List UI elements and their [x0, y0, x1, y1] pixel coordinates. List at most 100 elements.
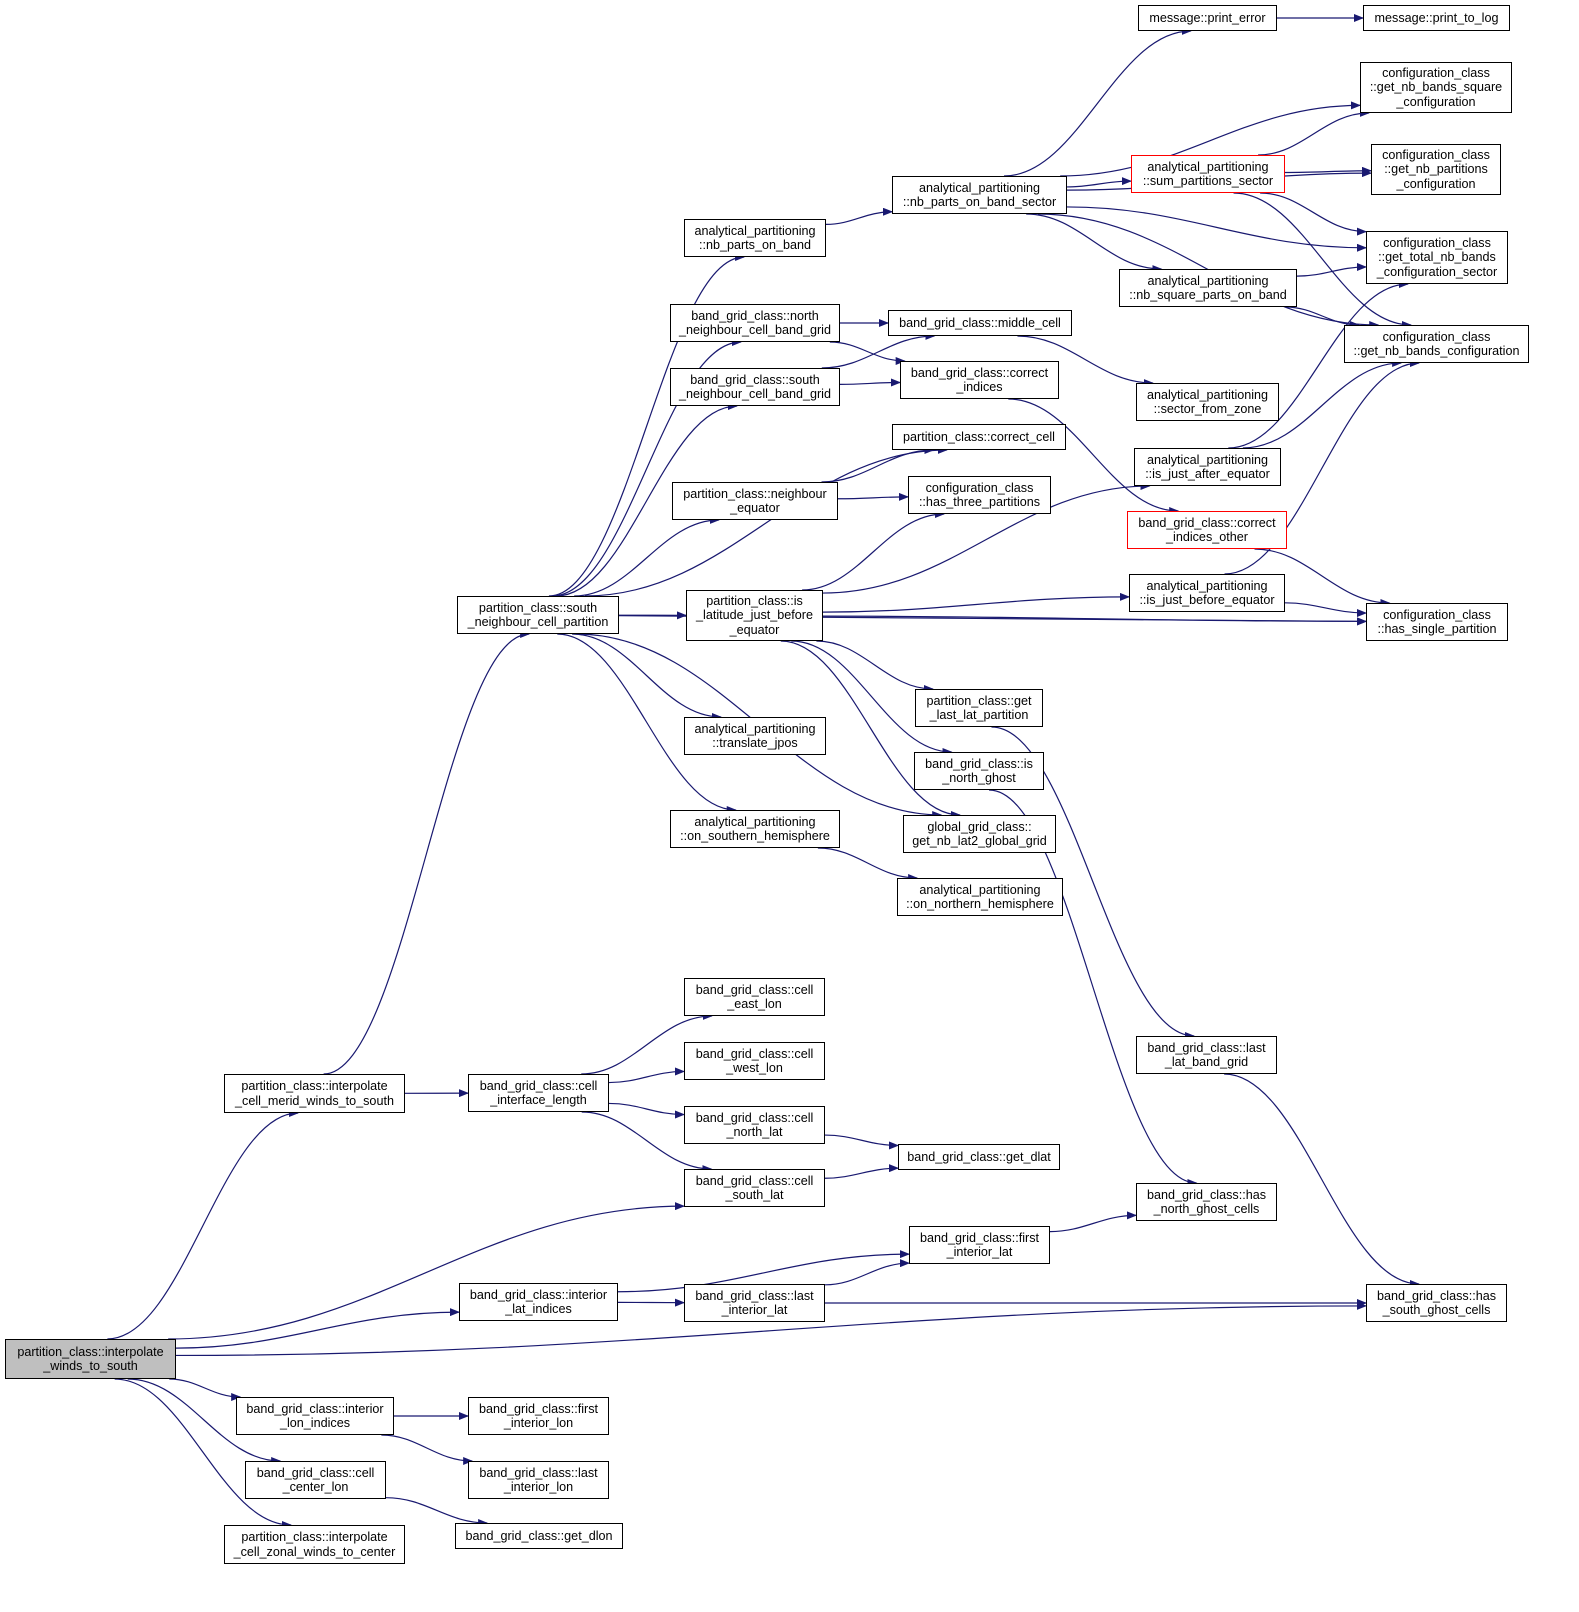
graph-node-gdlon[interactable]: band_grid_class::get_dlon: [455, 1523, 623, 1549]
edge-icm-to-sncp: [323, 630, 531, 1075]
edge-ing-to-hngc: [989, 789, 1198, 1187]
edge-sncp-to-pne: [574, 516, 720, 597]
graph-node-ggg[interactable]: global_grid_class:: get_nb_lat2_global_g…: [903, 815, 1056, 853]
edge-npobs-to-cgnbsq: [1060, 101, 1361, 177]
graph-node-pcc[interactable]: partition_class::correct_cell: [892, 424, 1066, 450]
graph-node-cio[interactable]: band_grid_class::correct _indices_other: [1127, 511, 1287, 549]
graph-node-ijbe[interactable]: analytical_partitioning ::is_just_before…: [1129, 574, 1285, 612]
graph-node-icz[interactable]: partition_class::interpolate _cell_zonal…: [224, 1525, 405, 1564]
edge-root-to-icm: [107, 1109, 300, 1340]
edge-osh-to-onh: [817, 847, 919, 882]
edge-pil-to-glp: [816, 640, 934, 693]
graph-node-pil[interactable]: partition_class::is _latitude_just_befor…: [686, 590, 823, 641]
edge-ilat-to-fil: [617, 1250, 910, 1293]
graph-node-hsgc[interactable]: band_grid_class::has _south_ghost_cells: [1366, 1284, 1507, 1322]
edge-sncbg-to-ci: [839, 378, 901, 387]
edge-pil-to-ggg: [780, 640, 961, 819]
graph-node-cgnbsq[interactable]: configuration_class ::get_nb_bands_squar…: [1360, 62, 1512, 113]
edge-pil-to-hsp: [822, 615, 1367, 626]
edge-ijae-to-cgtnb: [1228, 280, 1409, 449]
edge-npobs-to-cgtnb: [1066, 206, 1367, 252]
edge-root-to-csl: [168, 1202, 685, 1340]
graph-node-onh[interactable]: analytical_partitioning ::on_northern_he…: [897, 878, 1063, 916]
edge-root-to-ilon: [169, 1378, 242, 1401]
graph-node-cwl[interactable]: band_grid_class::cell _west_lon: [684, 1042, 825, 1080]
edge-nsp-to-cgtnb: [1296, 262, 1367, 277]
graph-node-cgnp[interactable]: configuration_class ::get_nb_partitions …: [1371, 144, 1501, 195]
graph-node-csl[interactable]: band_grid_class::cell _south_lat: [684, 1169, 825, 1207]
edge-llbg-to-hsgc: [1224, 1073, 1420, 1288]
graph-node-ilat[interactable]: band_grid_class::interior _lat_indices: [459, 1283, 618, 1321]
edge-ijae-to-cgnb: [1242, 359, 1403, 449]
graph-node-lilon[interactable]: band_grid_class::last _interior_lon: [468, 1461, 609, 1499]
graph-node-mpl[interactable]: message::print_to_log: [1363, 5, 1510, 31]
edge-cio-to-hsp: [1254, 548, 1391, 607]
edge-root-to-hsgc: [175, 1301, 1367, 1357]
graph-node-ijae[interactable]: analytical_partitioning ::is_just_after_…: [1134, 448, 1281, 486]
edge-ccl-to-gdlon: [385, 1497, 489, 1527]
graph-node-ilon[interactable]: band_grid_class::interior _lon_indices: [236, 1397, 394, 1435]
edge-sps-to-cgnp: [1284, 166, 1372, 175]
graph-node-npobs[interactable]: analytical_partitioning ::nb_parts_on_ba…: [892, 176, 1067, 214]
graph-node-sfz[interactable]: analytical_partitioning ::sector_from_zo…: [1136, 383, 1279, 421]
graph-node-mc[interactable]: band_grid_class::middle_cell: [888, 310, 1072, 336]
graph-node-hsp[interactable]: configuration_class ::has_single_partiti…: [1366, 603, 1508, 641]
graph-node-htp[interactable]: configuration_class ::has_three_partitio…: [908, 476, 1051, 514]
edge-sps-to-cgnb: [1233, 192, 1412, 329]
edge-lil-to-fil: [824, 1259, 910, 1286]
graph-node-cnl[interactable]: band_grid_class::cell _north_lat: [684, 1106, 825, 1144]
edge-root-to-ccl: [127, 1378, 282, 1465]
edge-cil-to-cnl: [608, 1102, 685, 1119]
edge-sncbg-to-mc: [821, 332, 936, 369]
edge-pil-to-ijae: [822, 482, 1151, 594]
graph-node-cil[interactable]: band_grid_class::cell _interface_length: [468, 1074, 609, 1112]
graph-node-osh[interactable]: analytical_partitioning ::on_southern_he…: [670, 810, 840, 848]
edge-csl-to-gdlat: [824, 1164, 899, 1179]
edge-nncbg-to-ci: [829, 341, 906, 365]
graph-node-glp[interactable]: partition_class::get _last_lat_partition: [915, 689, 1043, 727]
edge-ijbe-to-cgnb: [1224, 359, 1420, 575]
graph-node-hngc[interactable]: band_grid_class::has _north_ghost_cells: [1136, 1183, 1277, 1221]
graph-node-filon[interactable]: band_grid_class::first _interior_lon: [468, 1397, 609, 1435]
edge-cnl-to-gdlat: [824, 1134, 899, 1150]
edge-ijbe-to-hsp: [1284, 602, 1367, 618]
graph-node-pne[interactable]: partition_class::neighbour _equator: [672, 482, 838, 520]
edge-pne-to-pcc: [821, 446, 935, 483]
edge-sncp-to-npob: [548, 253, 746, 597]
edge-ci-to-cio: [1008, 398, 1180, 515]
edge-npobs-to-mpe: [1003, 27, 1192, 177]
graph-node-nncbg[interactable]: band_grid_class::north _neighbour_cell_b…: [670, 304, 840, 342]
edge-pil-to-ing: [791, 640, 953, 756]
edge-nsp-to-cgnb: [1285, 306, 1360, 329]
graph-node-ci[interactable]: band_grid_class::correct _indices: [900, 361, 1059, 399]
graph-node-cgtnb[interactable]: configuration_class ::get_total_nb_bands…: [1366, 231, 1508, 284]
graph-node-ccl[interactable]: band_grid_class::cell _center_lon: [245, 1461, 386, 1499]
graph-node-cel[interactable]: band_grid_class::cell _east_lon: [684, 978, 825, 1016]
graph-node-npob[interactable]: analytical_partitioning ::nb_parts_on_ba…: [684, 219, 826, 257]
graph-node-root[interactable]: partition_class::interpolate _winds_to_s…: [5, 1339, 176, 1379]
graph-node-cgnb[interactable]: configuration_class ::get_nb_bands_confi…: [1344, 325, 1529, 363]
graph-node-sps[interactable]: analytical_partitioning ::sum_partitions…: [1131, 155, 1285, 193]
graph-node-gdlat[interactable]: band_grid_class::get_dlat: [898, 1144, 1060, 1170]
edge-fil-to-hngc: [1049, 1211, 1137, 1233]
graph-node-mpe[interactable]: message::print_error: [1138, 5, 1277, 31]
edge-sncp-to-osh: [557, 633, 737, 814]
graph-node-ing[interactable]: band_grid_class::is _north_ghost: [914, 752, 1044, 790]
graph-node-sncp[interactable]: partition_class::south _neighbour_cell_p…: [457, 596, 619, 634]
graph-node-fil[interactable]: band_grid_class::first _interior_lat: [909, 1226, 1050, 1264]
edge-npobs-to-sps: [1066, 177, 1132, 188]
edge-sncp-to-sncbg: [556, 402, 738, 597]
edge-cil-to-cwl: [608, 1067, 685, 1084]
graph-node-icm[interactable]: partition_class::interpolate _cell_merid…: [224, 1074, 405, 1113]
graph-node-lil[interactable]: band_grid_class::last _interior_lat: [684, 1284, 825, 1322]
graph-node-nsp[interactable]: analytical_partitioning ::nb_square_part…: [1119, 269, 1297, 307]
edge-pil-to-htp: [802, 510, 946, 591]
edge-sps-to-cgnbsq: [1258, 109, 1370, 156]
edge-glp-to-llbg: [991, 726, 1196, 1040]
graph-node-llbg[interactable]: band_grid_class::last _lat_band_grid: [1136, 1036, 1277, 1074]
edge-root-to-ilat: [175, 1308, 460, 1349]
edge-pne-to-htp: [837, 492, 909, 501]
graph-node-tj[interactable]: analytical_partitioning ::translate_jpos: [684, 717, 826, 755]
graph-node-sncbg[interactable]: band_grid_class::south _neighbour_cell_b…: [670, 368, 840, 406]
